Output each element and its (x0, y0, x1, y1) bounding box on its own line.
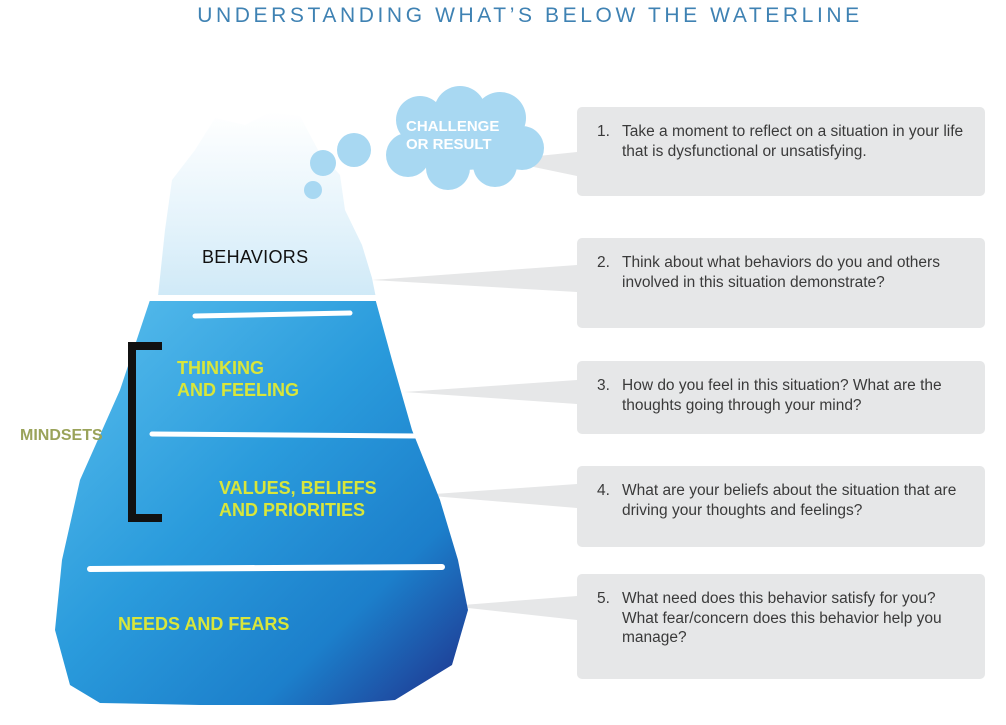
pointer-2 (372, 265, 577, 292)
waterlines (87, 295, 445, 572)
thought-cloud (304, 86, 544, 199)
foam-line-1 (192, 310, 353, 319)
pointer-3 (404, 380, 577, 404)
thinking-feeling-label: THINKING AND FEELING (177, 358, 300, 400)
step-box-3: 3. How do you feel in this situation? Wh… (577, 361, 985, 434)
values-beliefs-label: VALUES, BELIEFS AND PRIORITIES (219, 478, 377, 520)
step-text: What are your beliefs about the situatio… (622, 482, 957, 519)
step-box-1: 1. Take a moment to reflect on a situati… (577, 107, 985, 196)
step-box-2: 2. Think about what behaviors do you and… (577, 238, 985, 328)
step-text: Take a moment to reflect on a situation … (622, 123, 964, 160)
pointer-4 (420, 484, 577, 508)
mindsets-bracket (128, 342, 162, 522)
step-number: 2. (597, 254, 610, 271)
step-number: 5. (597, 590, 610, 607)
page-title: UNDERSTANDING WHAT’S BELOW THE WATERLINE (197, 4, 863, 27)
step-number: 4. (597, 482, 610, 499)
step-number: 1. (597, 123, 610, 140)
foam-line-3 (87, 564, 445, 572)
step-box-4: 4. What are your beliefs about the situa… (577, 466, 985, 547)
step-text: What need does this behavior satisfy for… (622, 590, 942, 646)
step-box-5: 5. What need does this behavior satisfy … (577, 574, 985, 679)
needs-fears-label: NEEDS AND FEARS (118, 614, 290, 634)
mindsets-label: MINDSETS (20, 427, 103, 444)
step-text: Think about what behaviors do you and ot… (622, 254, 940, 291)
behaviors-label: BEHAVIORS (202, 247, 309, 267)
pointer-5 (450, 596, 577, 620)
step-text: How do you feel in this situation? What … (622, 377, 942, 414)
iceberg-underwater (55, 298, 468, 705)
step-number: 3. (597, 377, 610, 394)
cloud-label: CHALLENGE OR RESULT (406, 118, 500, 153)
foam-line-2 (149, 431, 421, 439)
